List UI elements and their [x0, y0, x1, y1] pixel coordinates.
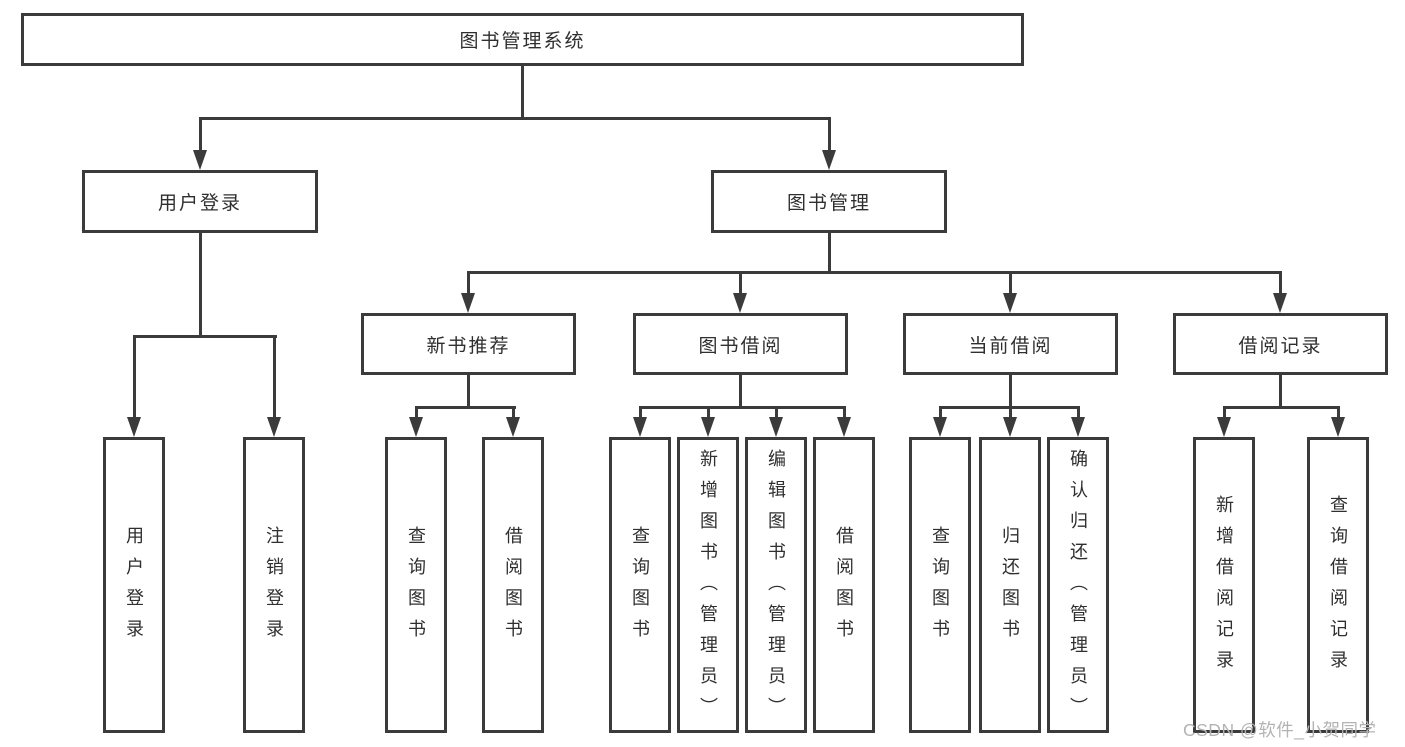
node-leaf-4: 查询图书	[609, 437, 671, 733]
connector-borrow-records-stem	[1279, 375, 1282, 406]
node-level3-2: 当前借阅	[903, 313, 1118, 375]
arrow-leaf-6	[769, 409, 783, 437]
connector-book-borrow-stem	[738, 375, 742, 406]
node-leaf-0-label: 用户登录	[124, 526, 144, 650]
node-leaf-2-label: 查询图书	[406, 526, 426, 650]
node-leaf-12: 查询借阅记录	[1307, 437, 1369, 733]
connector-borrow-records-hline	[1222, 406, 1340, 409]
node-level2-0-label: 用户登录	[157, 193, 242, 214]
arrow-leaf-8	[933, 409, 947, 437]
node-root-label: 图书管理系统	[459, 31, 586, 52]
arrow-level3-2	[1003, 274, 1017, 313]
node-leaf-10: 确认归还（管理员）	[1047, 437, 1109, 733]
node-leaf-5-label: 新增图书（管理员）	[698, 448, 718, 728]
node-leaf-11-label: 新增借阅记录	[1214, 495, 1234, 681]
node-leaf-10-label: 确认归还（管理员）	[1068, 448, 1088, 728]
arrow-leaf-4	[633, 409, 647, 437]
arrow-level3-3	[1273, 274, 1287, 313]
arrow-leaf-11	[1217, 409, 1231, 437]
connector-level3-hline	[466, 271, 1282, 274]
node-level3-3-label: 借阅记录	[1238, 335, 1323, 357]
arrow-leaf-1	[267, 338, 281, 437]
node-leaf-1: 注销登录	[243, 437, 305, 733]
node-leaf-0: 用户登录	[103, 437, 165, 733]
node-level2-0: 用户登录	[82, 170, 318, 233]
node-leaf-3-label: 借阅图书	[503, 526, 523, 650]
arrow-level2-0	[193, 120, 207, 170]
connector-root-stem	[521, 66, 524, 117]
node-leaf-6-label: 编辑图书（管理员）	[766, 448, 786, 728]
node-level3-3: 借阅记录	[1173, 313, 1388, 375]
node-leaf-3: 借阅图书	[482, 437, 544, 733]
node-level3-0: 新书推荐	[361, 313, 576, 375]
arrow-leaf-0	[127, 338, 141, 437]
connector-book-mgmt-stem	[827, 233, 831, 271]
node-level2-1-label: 图书管理	[786, 193, 871, 214]
arrow-leaf-10	[1071, 409, 1085, 437]
node-leaf-2: 查询图书	[385, 437, 447, 733]
node-root: 图书管理系统	[21, 13, 1024, 66]
node-leaf-11: 新增借阅记录	[1193, 437, 1255, 733]
arrow-leaf-12	[1331, 409, 1345, 437]
arrow-level2-1	[822, 120, 836, 170]
node-leaf-9-label: 归还图书	[1000, 526, 1020, 650]
node-leaf-4-label: 查询图书	[630, 526, 650, 650]
connector-current-borrow-stem	[1008, 375, 1012, 406]
node-leaf-8-label: 查询图书	[930, 526, 950, 650]
node-level2-1: 图书管理	[711, 170, 947, 233]
arrow-leaf-2	[409, 409, 423, 437]
node-level3-2-label: 当前借阅	[968, 335, 1053, 357]
connector-new-book-hline	[414, 406, 516, 409]
arrow-leaf-5	[701, 409, 715, 437]
node-level3-1-label: 图书借阅	[698, 335, 783, 357]
node-level3-0-label: 新书推荐	[426, 335, 511, 357]
connector-user-login-hline	[132, 335, 277, 338]
node-leaf-8: 查询图书	[909, 437, 971, 733]
connector-user-login-stem	[198, 233, 202, 335]
connector-current-borrow-hline	[938, 406, 1080, 409]
node-leaf-6: 编辑图书（管理员）	[745, 437, 807, 733]
node-level3-1: 图书借阅	[633, 313, 848, 375]
arrow-level3-0	[461, 274, 475, 313]
arrow-level3-1	[733, 274, 747, 313]
arrow-leaf-3	[506, 409, 520, 437]
node-leaf-7-label: 借阅图书	[834, 526, 854, 650]
watermark: CSDN @软件_小贺同学	[1183, 720, 1377, 740]
node-leaf-9: 归还图书	[979, 437, 1041, 733]
connector-new-book-stem	[467, 375, 470, 406]
connector-level1-hline	[198, 117, 831, 120]
node-leaf-12-label: 查询借阅记录	[1328, 495, 1348, 681]
arrow-leaf-9	[1003, 409, 1017, 437]
node-leaf-7: 借阅图书	[813, 437, 875, 733]
arrow-leaf-7	[837, 409, 851, 437]
node-leaf-1-label: 注销登录	[264, 526, 284, 650]
node-leaf-5: 新增图书（管理员）	[677, 437, 739, 733]
connector-book-borrow-hline	[638, 406, 846, 409]
